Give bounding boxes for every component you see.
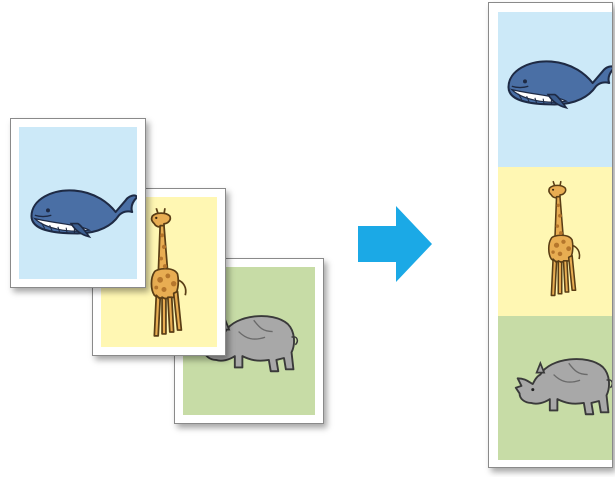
whale-icon xyxy=(23,179,137,245)
whale-icon xyxy=(500,50,612,116)
source-page-whale xyxy=(10,118,146,288)
rhino-icon xyxy=(512,346,612,422)
result-panel-whale xyxy=(498,12,612,167)
arrow-right-icon xyxy=(358,206,432,282)
result-panel-rhino xyxy=(498,316,612,460)
result-page xyxy=(488,2,613,468)
whale-panel xyxy=(19,127,137,279)
source-page-giraffe xyxy=(92,188,226,356)
result-panel-giraffe xyxy=(498,167,612,316)
giraffe-icon xyxy=(534,173,586,307)
